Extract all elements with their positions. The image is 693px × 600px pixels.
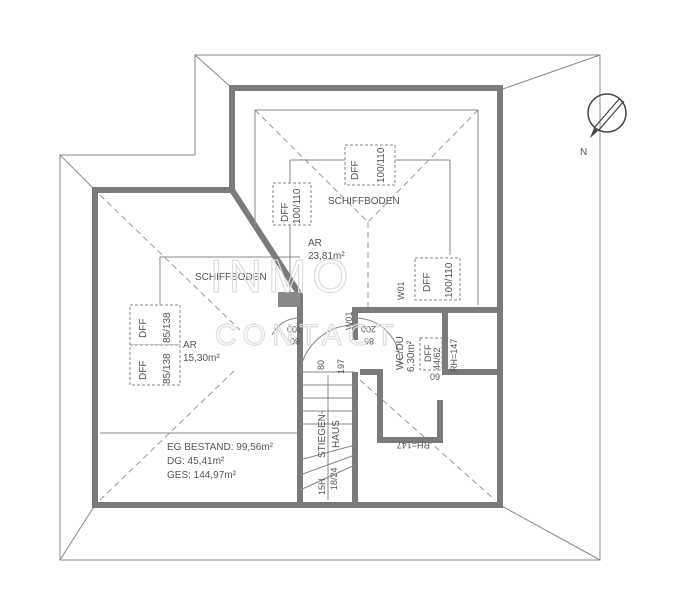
window-wc-size: 44/62 [432,347,442,370]
window-left-a-size: 85/138 [162,312,173,343]
door1-height: 200 [287,324,302,334]
door2-width: 86 [364,336,374,346]
rh-label-a: RH=147 [449,339,459,372]
north-label: N [580,147,587,158]
window-left-upper-size: 100/110 [292,188,303,224]
room-wc-area: 6,30m² [406,340,417,372]
stair-label-1: STIEGEN- [317,411,328,458]
rh-label-b: RH=147 [397,440,430,450]
window-left-upper-type: DFF [280,203,291,222]
skylight-right [414,257,461,301]
w01-label-b: W01 [396,281,406,300]
skylight-top [344,144,396,186]
total-dg: DG: 45,41m² [167,456,225,467]
door1-width: 80 [290,336,300,346]
nine-label: 09 [430,372,440,382]
total-ges: GES: 144,97m² [167,470,237,481]
window-left-a-type: DFF [138,319,149,338]
stair-label-2: HAUS [331,420,342,448]
chimney [278,292,300,307]
walls [92,85,503,508]
stair-door-height: 197 [336,359,346,374]
stair-door-width: 80 [316,360,326,370]
room-ar-right-name: AR [308,238,322,249]
w01-label-a: W01 [344,311,354,330]
skylight-left-a [129,304,181,346]
window-top-type: DFF [350,161,361,180]
room-wc-name: WC/DU [395,336,406,370]
total-eg: EG BESTAND: 99,56m² [167,442,274,453]
roof-outline [59,54,601,561]
watermark-line-2: CONTACT [215,319,400,352]
stair-steps-2: 18/24 [329,467,339,490]
stair-steps-1: 15H [317,478,327,495]
room-ar-right-area: 23,81m² [308,251,345,262]
watermark-line-1: INMO [210,250,354,302]
skylight-wc [419,337,443,371]
room-ar-left-area: 15,30m² [183,353,220,364]
skylight-left-b [129,344,181,386]
room-schiffboden-top: SCHIFFBODEN [328,196,400,207]
stairs [299,375,356,500]
window-top-size: 100/110 [376,147,387,183]
room-schiffboden-left: SCHIFFBODEN [195,272,267,283]
window-left-b-type: DFF [138,361,149,380]
room-ar-left-name: AR [183,340,197,351]
window-right-size: 100/110 [444,262,455,298]
door2-height: 200 [361,324,376,334]
window-wc-type: DFF [423,344,433,362]
north-arrow-icon [587,93,627,138]
window-left-b-size: 85/138 [162,353,173,384]
window-right-type: DFF [422,273,433,292]
skylight-left-upper [272,182,312,226]
